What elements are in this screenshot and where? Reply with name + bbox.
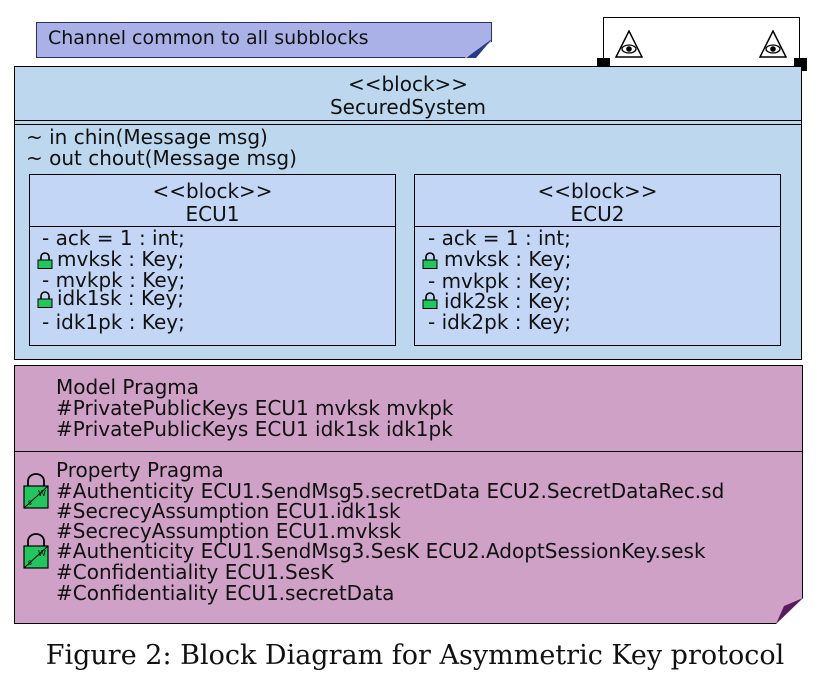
note-text: Channel common to all subblocks [48, 27, 369, 49]
property-pragma-line: #SecrecyAssumption ECU1.mvksk [56, 519, 401, 543]
lock-icon [422, 252, 438, 269]
property-pragma-line: #Confidentiality ECU1.SesK [56, 560, 334, 584]
property-pragma-line: #Authenticity ECU1.SendMsg3.SesK ECU2.Ad… [56, 539, 706, 563]
svg-text:W: W [38, 549, 46, 558]
ecu2-attr-mvkpk: - mvkpk : Key; [428, 269, 572, 293]
model-pragma-title: Model Pragma [56, 375, 200, 399]
authenticity-lock-icon: W S [23, 473, 49, 509]
svg-text:S: S [28, 500, 32, 507]
eye-icon [759, 30, 787, 58]
lock-icon [422, 292, 438, 309]
authenticity-lock-icon: W S [23, 533, 49, 569]
property-pragma-line: #Confidentiality ECU1.secretData [56, 581, 395, 605]
property-pragma-line: #SecrecyAssumption ECU1.idk1sk [56, 499, 401, 523]
block-divider [14, 124, 802, 125]
block-divider [14, 120, 802, 121]
model-pragma-line: #PrivatePublicKeys ECU1 idk1sk idk1pk [56, 417, 453, 441]
port-in: ~ in chin(Message msg) [26, 125, 268, 149]
pragma-divider [14, 451, 803, 452]
pragma-fold-corner [776, 598, 803, 624]
ecu1-attr-idk1pk: - idk1pk : Key; [42, 310, 185, 334]
svg-text:W: W [38, 489, 46, 498]
pragma-comment-block [14, 365, 803, 624]
svg-text:S: S [28, 560, 32, 567]
ecu2-block [414, 174, 781, 346]
ecu1-block [29, 174, 396, 346]
ecu2-name: ECU2 [570, 202, 625, 226]
ecu2-attr-idk2pk: - idk2pk : Key; [428, 310, 571, 334]
ecu1-attr-mvkpk: - mvkpk : Key; [42, 268, 186, 292]
block-stereotype: <<block>> [347, 72, 469, 96]
ecu2-attr-mvksk: mvksk : Key; [444, 247, 572, 271]
channel-note [36, 22, 492, 58]
ecu1-attr-ack: - ack = 1 : int; [42, 226, 185, 250]
model-pragma-line: #PrivatePublicKeys ECU1 mvksk mvkpk [56, 396, 454, 420]
lock-icon [37, 291, 53, 308]
figure-caption: Figure 2: Block Diagram for Asymmetric K… [45, 640, 785, 671]
block-name: SecuredSystem [329, 95, 487, 119]
ecu2-divider [414, 226, 781, 227]
property-pragma-title: Property Pragma [56, 458, 224, 482]
eye-icon [615, 30, 643, 58]
port-out: ~ out chout(Message msg) [26, 146, 297, 170]
lock-icon [37, 252, 53, 269]
ecu2-attr-ack: - ack = 1 : int; [428, 226, 571, 250]
ecu2-stereotype: <<block>> [537, 179, 658, 203]
ecu1-attr-idk1sk: idk1sk : Key; [57, 286, 185, 310]
property-pragma-line: #Authenticity ECU1.SendMsg5.secretData E… [56, 479, 725, 503]
ecu1-name: ECU1 [185, 202, 240, 226]
note-fold-corner [466, 39, 492, 58]
ecu1-stereotype: <<block>> [152, 179, 273, 203]
ecu1-divider [29, 226, 396, 227]
ecu1-attr-mvksk: mvksk : Key; [57, 247, 185, 271]
ecu2-attr-idk2sk: idk2sk : Key; [444, 289, 572, 313]
